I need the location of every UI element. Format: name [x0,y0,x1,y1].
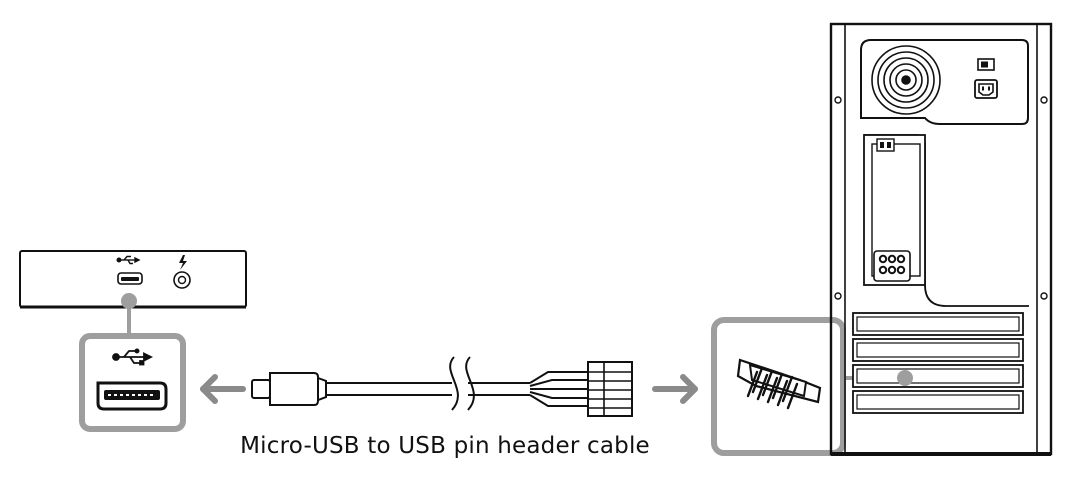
plug-housing [269,372,319,406]
micro-usb-plug [251,379,271,399]
fan-grille-icon [871,45,941,115]
expansion-slots [852,312,1024,414]
power-socket-icon [974,79,998,99]
header-location-marker [897,370,913,386]
power-bolt-icon [179,255,187,270]
usb-symbol-icon [116,255,141,265]
pin-header-icon [736,358,822,410]
cable-break-mark [449,356,459,411]
pin-header-connector [587,361,633,417]
diagram-caption: Micro-USB to USB pin header cable [240,433,650,459]
strain-relief [317,376,327,402]
micro-usb-to-pin-header-cable [251,356,633,417]
usb-symbol-icon [112,348,154,366]
io-audio-ports [873,250,911,282]
arrow-to-computer [652,374,698,404]
computer-case [829,22,1053,456]
header-callout-box [711,317,846,456]
io-usb-port [876,138,895,152]
power-switch-icon [977,58,995,71]
arrow-to-device [200,374,246,404]
device-box [19,250,247,309]
device-callout [79,293,186,432]
micro-usb-port-icon [96,381,168,411]
